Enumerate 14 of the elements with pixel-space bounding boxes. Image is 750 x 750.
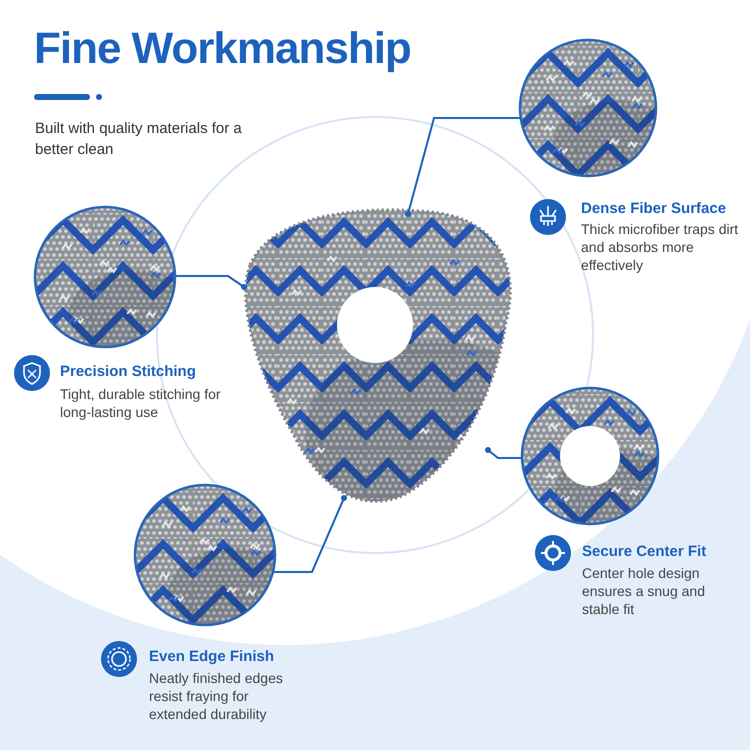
feature-heading: Even Edge Finish <box>149 648 274 666</box>
feature-description: Tight, durable stitching for long-lasting use <box>60 385 222 421</box>
feature-heading: Secure Center Fit <box>582 543 706 561</box>
leader-line <box>485 447 522 459</box>
feature-description: Thick microfiber traps dirt and absorbs more effectively <box>581 220 740 274</box>
leader-line <box>405 117 521 217</box>
leader-line <box>272 495 347 573</box>
subtitle: Built with quality materials for a better clean <box>35 119 243 160</box>
leader-line <box>175 275 247 290</box>
feature-description: Neatly finished edges resist fraying for extended durability <box>149 669 284 723</box>
feature-description: Center hole design ensures a snug and stable fit <box>582 564 706 618</box>
title: Fine Workmanship <box>34 24 411 74</box>
feature-heading: Precision Stitching <box>60 363 196 381</box>
feature-heading: Dense Fiber Surface <box>581 200 726 218</box>
